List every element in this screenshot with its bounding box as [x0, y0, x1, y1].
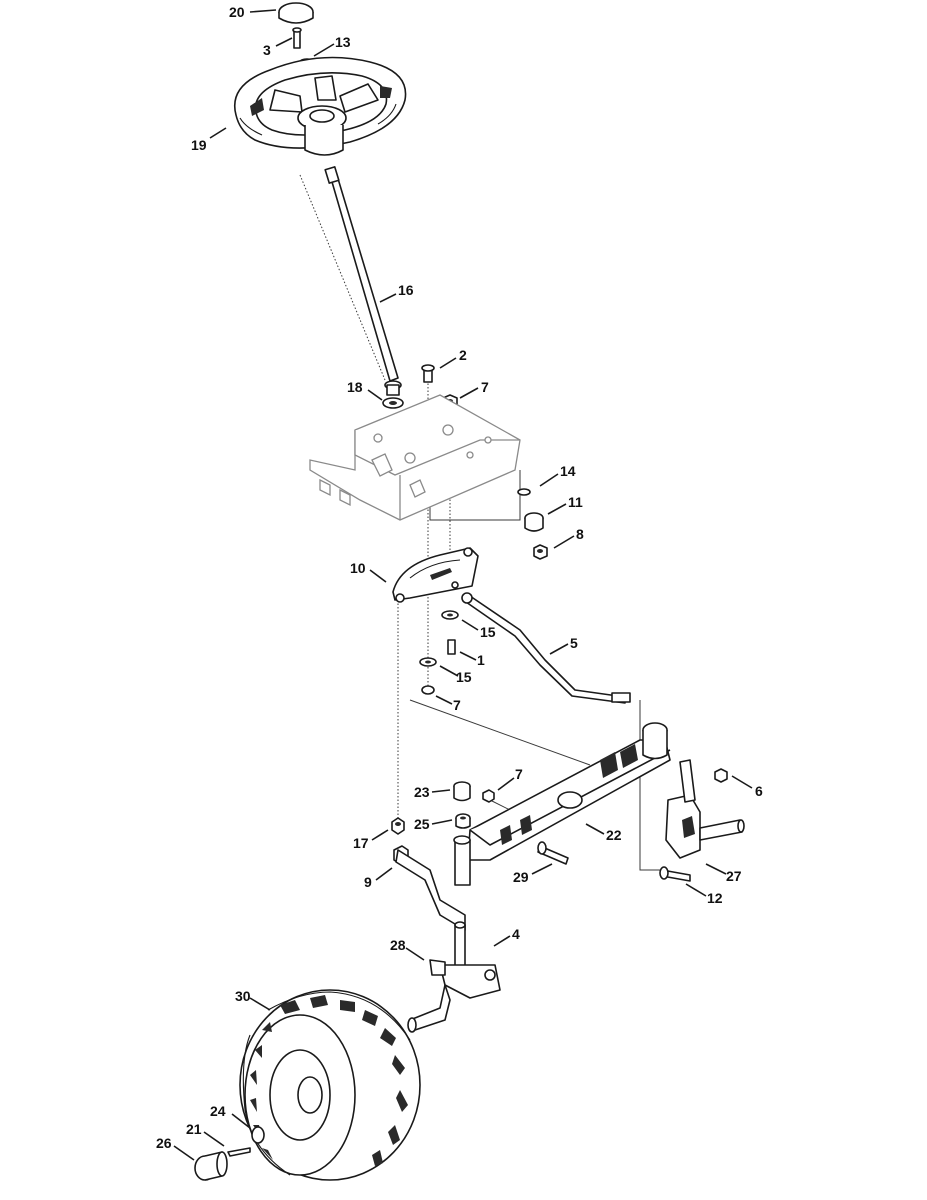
cotter-pin-21: [227, 1147, 251, 1157]
callout-29: 29: [513, 869, 529, 885]
callout-4: 4: [512, 926, 520, 942]
callout-leaders: [173, 9, 753, 1161]
nut-6: [714, 768, 728, 783]
front-axle-22: [453, 722, 671, 886]
cap-bolt: [292, 27, 302, 49]
nut-7-lower: [421, 685, 435, 695]
bushing-25: [455, 813, 471, 829]
hub-cap-26: [194, 1151, 228, 1181]
pinion-gear-11: [524, 512, 544, 532]
callout-3: 3: [263, 42, 271, 58]
callout-7a: 7: [481, 379, 489, 395]
callout-26: 26: [156, 1135, 172, 1151]
callout-27: 27: [726, 868, 742, 884]
wheel-tire-30: [239, 989, 421, 1181]
steering-shaft: [324, 166, 402, 396]
callout-17: 17: [353, 835, 369, 851]
right-spindle-27: [665, 759, 745, 859]
callout-18: 18: [347, 379, 363, 395]
bushing-15-upper: [441, 610, 459, 620]
drag-link-5: [461, 592, 631, 704]
callout-20: 20: [229, 4, 245, 20]
nut-8: [533, 544, 548, 560]
callout-28: 28: [390, 937, 406, 953]
steering-wheel: [234, 56, 407, 156]
left-spindle-4: [395, 849, 501, 1033]
callout-21: 21: [186, 1121, 202, 1137]
callout-25: 25: [414, 816, 430, 832]
callout-16: 16: [398, 282, 414, 298]
pivot-bolt-29: [537, 841, 569, 865]
washer-14: [517, 488, 531, 496]
nut-7-axle: [482, 789, 495, 803]
callout-24: 24: [210, 1103, 226, 1119]
bolt-1: [447, 639, 456, 655]
callout-30: 30: [235, 988, 251, 1004]
callout-9: 9: [364, 874, 372, 890]
frame-plate: [309, 394, 521, 521]
callout-15a: 15: [480, 624, 496, 640]
callout-8: 8: [576, 526, 584, 542]
callout-6: 6: [755, 783, 763, 799]
steering-cap: [278, 2, 314, 24]
bushing-15-lower: [419, 657, 437, 667]
callout-22: 22: [606, 827, 622, 843]
bolt-12: [659, 866, 691, 882]
bushing-18: [382, 397, 404, 409]
callout-11: 11: [568, 494, 583, 510]
callout-5: 5: [570, 635, 578, 651]
bolt-2: [421, 364, 435, 383]
callout-2: 2: [459, 347, 467, 363]
nut-17: [391, 817, 405, 835]
callout-23: 23: [414, 784, 430, 800]
callout-labels: 20 3 13 19 16 2 18 7 14 11 8 10 15 5 1 1…: [156, 4, 763, 1151]
sector-gear-10: [392, 547, 479, 603]
callout-12: 12: [707, 890, 723, 906]
callout-19: 19: [191, 137, 207, 153]
callout-15b: 15: [456, 669, 472, 685]
callout-13: 13: [335, 34, 351, 50]
bushing-23: [453, 781, 471, 802]
callout-7b: 7: [453, 697, 461, 713]
callout-1: 1: [477, 652, 485, 668]
washer-24: [251, 1126, 265, 1144]
callout-14: 14: [560, 463, 576, 479]
callout-7c: 7: [515, 766, 523, 782]
callout-10: 10: [350, 560, 366, 576]
